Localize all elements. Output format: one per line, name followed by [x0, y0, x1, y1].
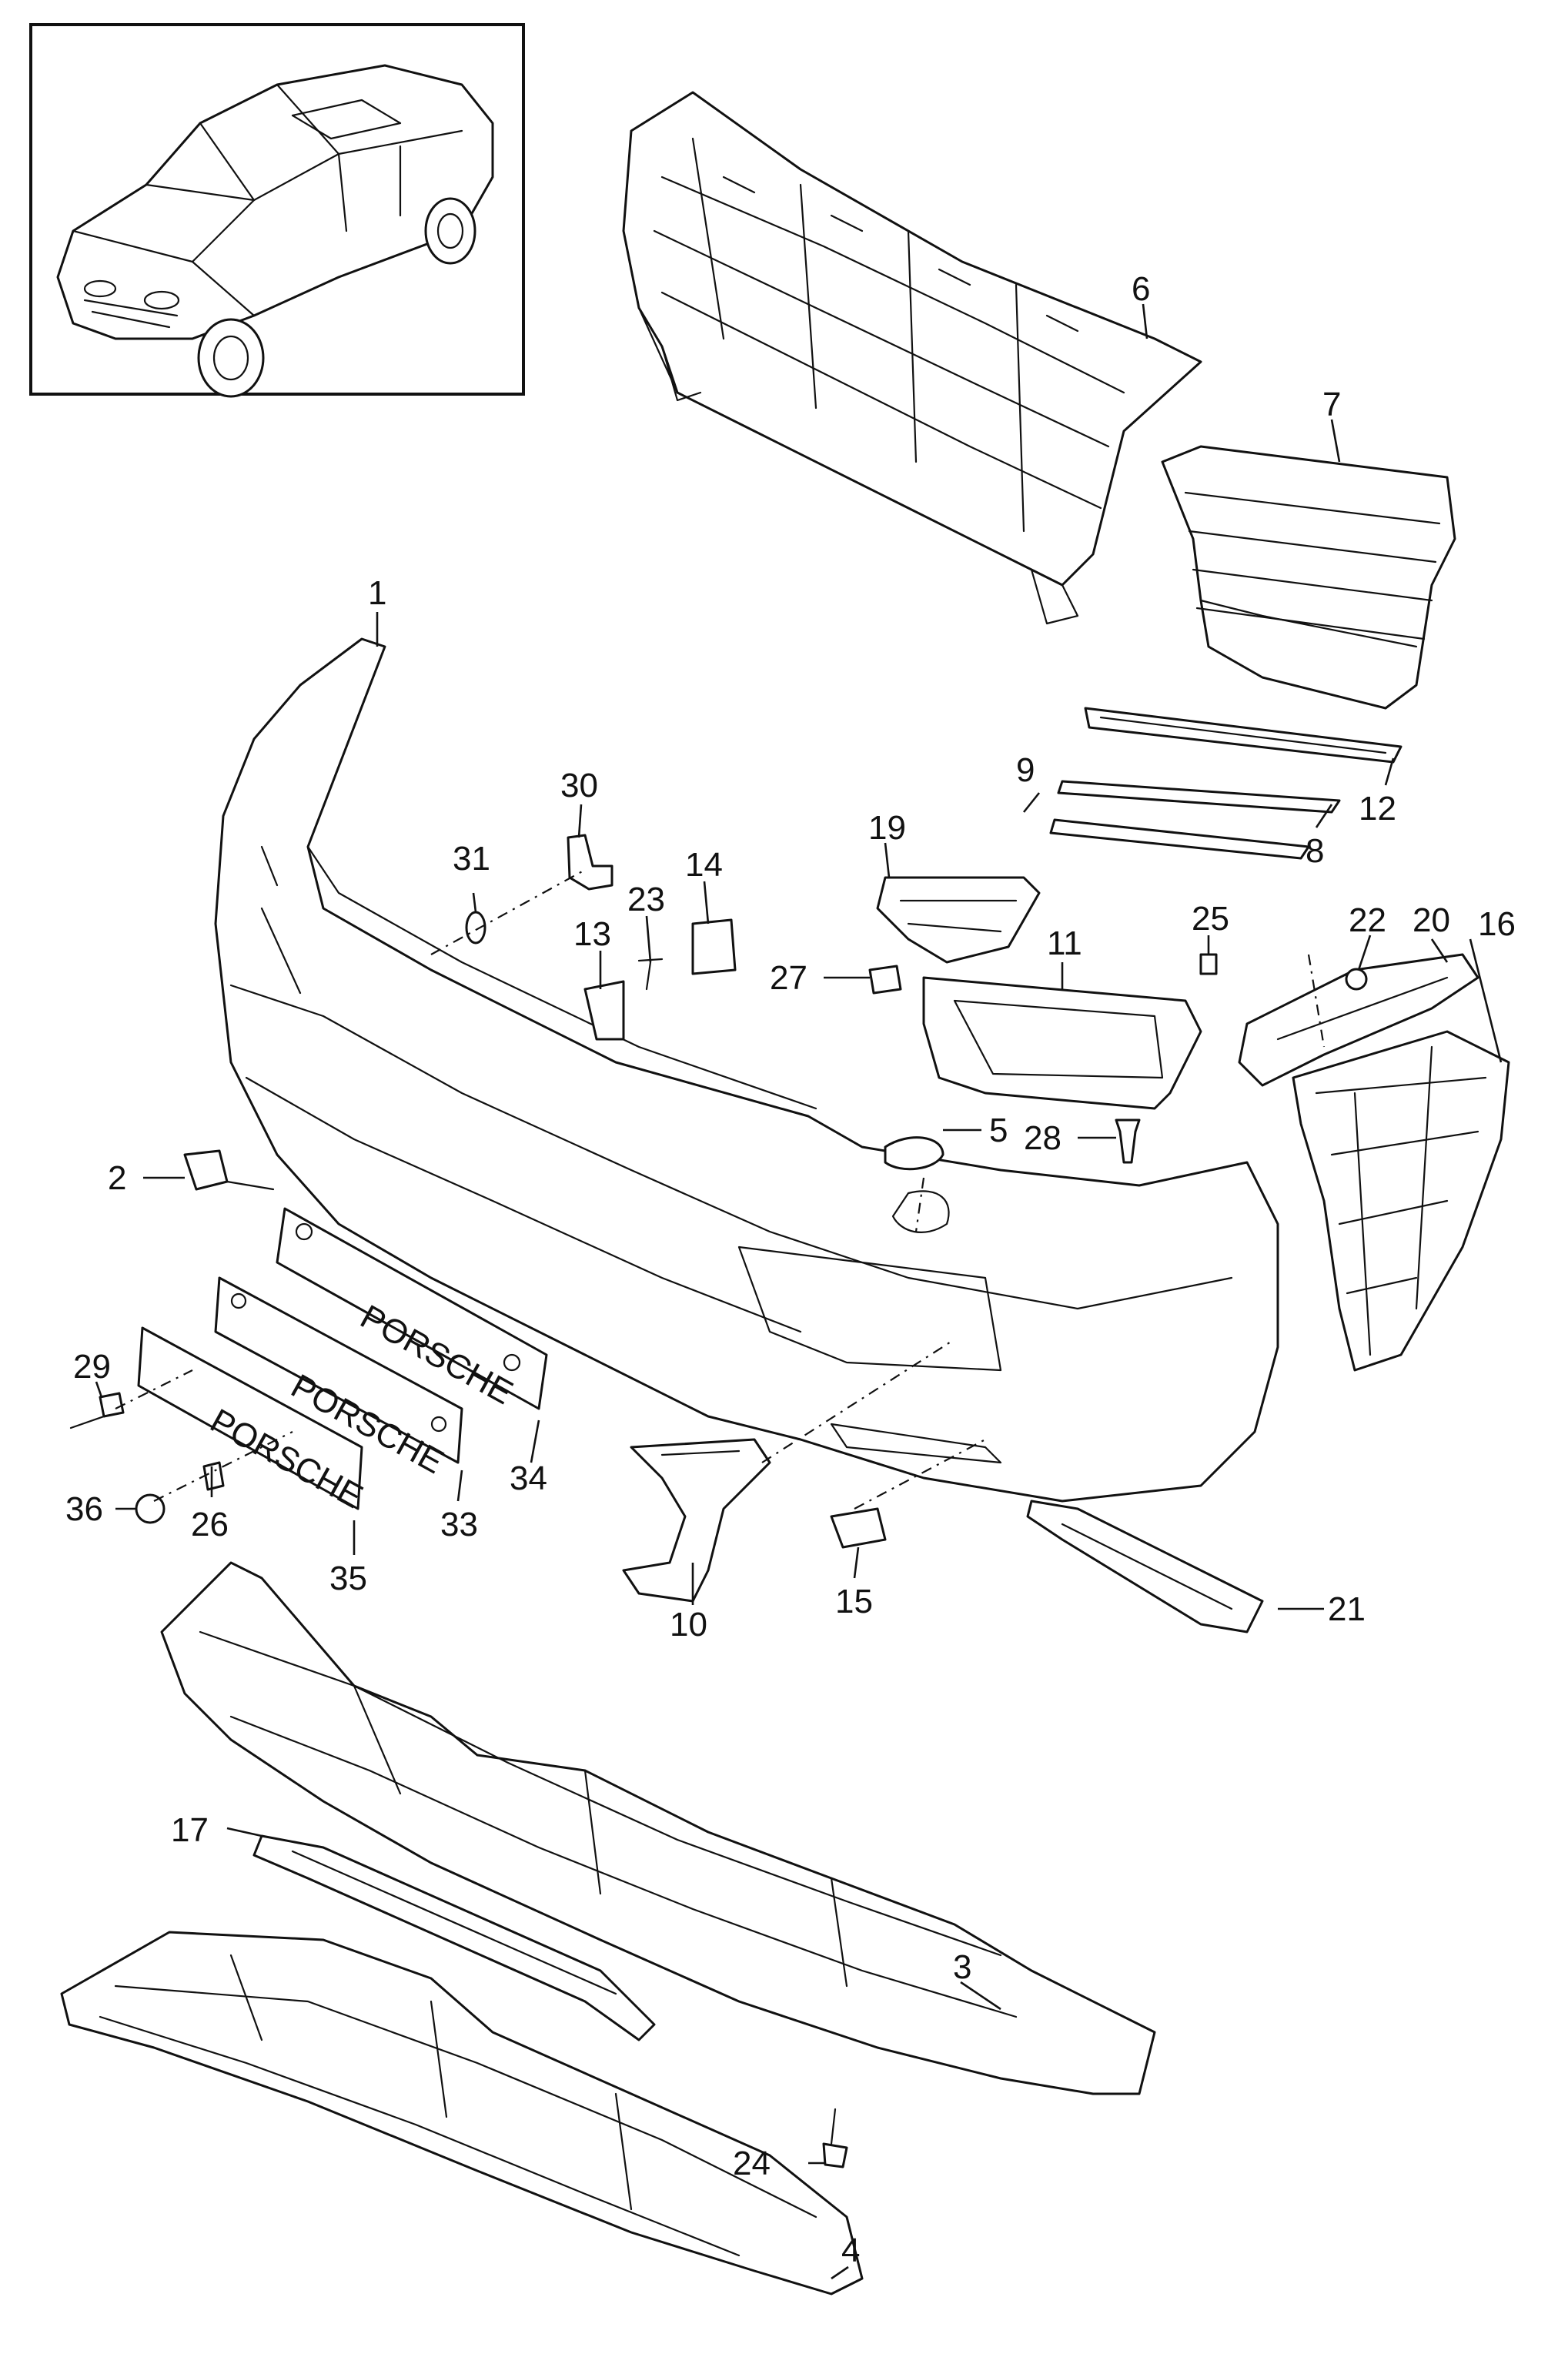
callout-29: 29 [73, 1348, 111, 1386]
part-26-nut [202, 1461, 225, 1491]
callout-7: 7 [1322, 386, 1341, 423]
part-13-cover [583, 980, 625, 1041]
callout-31: 31 [453, 840, 490, 878]
vehicle-thumbnail [29, 23, 525, 398]
callout-5: 5 [989, 1112, 1008, 1149]
callout-12: 12 [1359, 790, 1396, 828]
callout-17: 17 [171, 1811, 209, 1849]
part-7-side-grille [1161, 445, 1456, 710]
callout-26: 26 [191, 1506, 229, 1543]
part-4-underbody-shield [60, 1931, 864, 2295]
assembly-lines [115, 869, 1326, 1510]
callout-14: 14 [685, 846, 723, 884]
part-27-clip [868, 965, 902, 995]
callout-6: 6 [1132, 270, 1150, 308]
part-16-side-bracket [1292, 1030, 1510, 1372]
callout-9: 9 [1016, 751, 1035, 789]
callout-13: 13 [573, 915, 611, 953]
part-3-lower-cover [160, 1561, 1156, 2095]
callout-27: 27 [770, 959, 807, 997]
part-24-screw [822, 2108, 848, 2168]
callout-15: 15 [835, 1583, 873, 1620]
callout-34: 34 [510, 1460, 547, 1497]
part-12-trim-strip [1084, 707, 1403, 764]
callout-10: 10 [670, 1606, 707, 1643]
callout-21: 21 [1328, 1590, 1366, 1628]
part-25-clip [1199, 953, 1218, 975]
part-31-ring [465, 911, 486, 945]
vehicle-thumbnail-icon [56, 64, 494, 398]
part-1-front-bumper [214, 637, 1279, 1503]
part-6-grille-carrier [622, 91, 1202, 625]
part-21-lower-trim [1026, 1500, 1264, 1633]
callout-labels: 1 2 3 4 5 6 7 8 9 10 11 12 13 14 15 16 1… [65, 270, 1516, 2269]
callout-22: 22 [1349, 901, 1386, 939]
callout-30: 30 [560, 767, 598, 804]
part-9-trim-strip [1057, 780, 1341, 814]
callout-3: 3 [953, 1948, 971, 1986]
callout-28: 28 [1024, 1119, 1061, 1157]
callout-35: 35 [329, 1560, 367, 1597]
part-15-bracket-small [830, 1507, 887, 1549]
callout-1: 1 [368, 574, 386, 612]
part-11-lamp-bezel [922, 976, 1202, 1110]
callout-25: 25 [1192, 900, 1229, 938]
part-23-screw [637, 958, 664, 991]
callout-2: 2 [108, 1159, 126, 1197]
callout-33: 33 [440, 1506, 478, 1543]
part-10-fog-light-bezel [622, 1438, 771, 1603]
part-14-sensor-holder [691, 918, 737, 975]
part-5-washer-cover [884, 1136, 944, 1171]
callout-4: 4 [841, 2232, 860, 2269]
part-29-pin [69, 1392, 125, 1429]
callout-16: 16 [1478, 905, 1516, 943]
part-19-bracket [876, 876, 1041, 964]
leader-lines [95, 303, 1503, 2280]
callout-20: 20 [1413, 901, 1450, 939]
callout-23: 23 [627, 881, 665, 918]
callout-36: 36 [65, 1490, 103, 1528]
part-2-cap [183, 1149, 275, 1191]
part-17-strip [252, 1834, 656, 2041]
part-28-bolt [1115, 1118, 1141, 1164]
part-30-sensor [567, 834, 613, 891]
callout-8: 8 [1306, 832, 1324, 870]
part-20-bracket [1238, 953, 1479, 1087]
part-8-trim-strip [1049, 818, 1310, 860]
callout-24: 24 [733, 2145, 771, 2182]
callout-11: 11 [1047, 925, 1082, 962]
callout-19: 19 [868, 809, 906, 847]
part-22-nut [1345, 968, 1368, 991]
